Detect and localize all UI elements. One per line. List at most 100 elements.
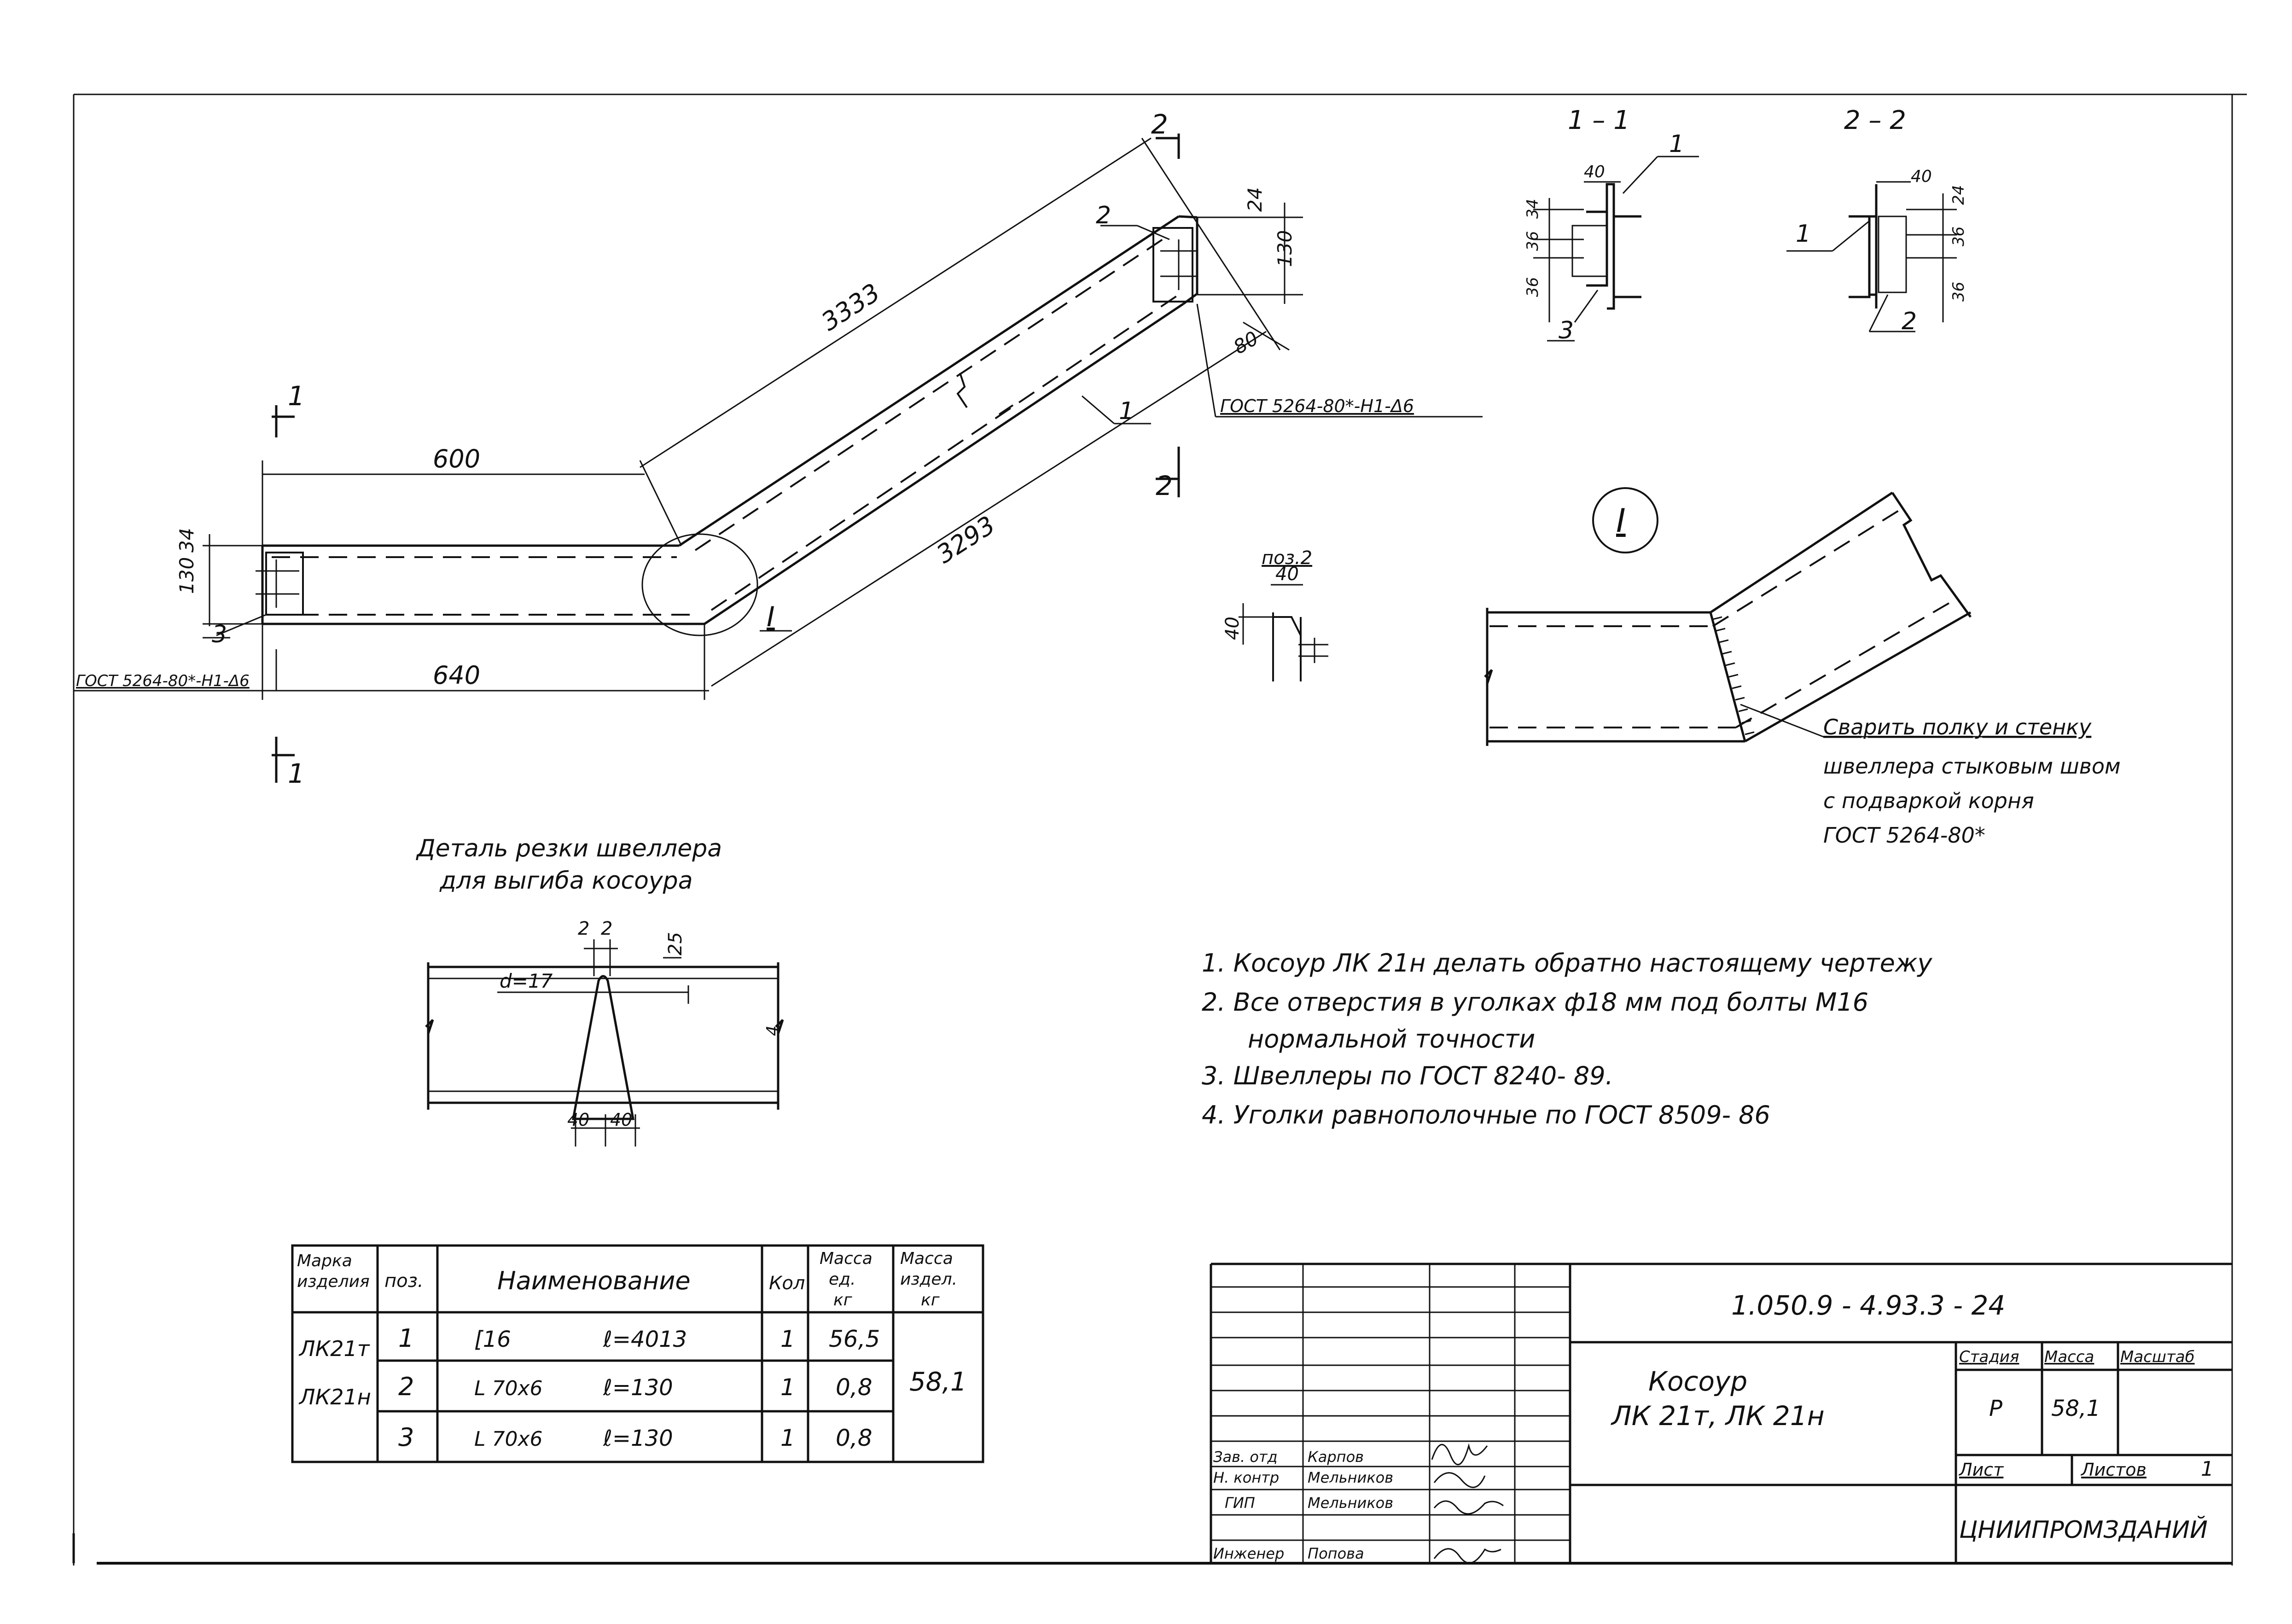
- s11-callout-1: 1: [1669, 130, 1684, 158]
- callout-pos-2: 2: [1096, 202, 1111, 229]
- tb-sheets-count: 1: [2201, 1457, 2214, 1481]
- spec-hdr-qty: Кол: [769, 1273, 805, 1294]
- node-I-marker: I: [1616, 502, 1626, 540]
- s22-dim-36a: 36: [1949, 227, 1968, 246]
- weld-note-left: ГОСТ 5264-80*-Н1-Δ6: [76, 672, 250, 690]
- doc-title-2: ЛК 21т, ЛК 21н: [1611, 1400, 1825, 1432]
- node-note-line-4: ГОСТ 5264-80*: [1823, 823, 1985, 848]
- note-2-cont: нормальной точности: [1248, 1024, 1535, 1054]
- spec-mark-1: ЛК21т: [298, 1336, 370, 1361]
- spec-row-3-pos: 3: [398, 1423, 414, 1452]
- tb-name-1: Карпов: [1308, 1448, 1364, 1466]
- general-notes: 1. Косоур ЛК 21н делать обратно настояще…: [1202, 949, 1933, 1129]
- tb-stage: Р: [1989, 1396, 2002, 1421]
- cut-2-top: 2: [1151, 109, 1168, 140]
- s11-dim-36b: 36: [1524, 277, 1542, 297]
- doc-title-1: Косоур: [1648, 1366, 1747, 1397]
- dim-600: 600: [433, 444, 480, 473]
- spec-row-2-unit-mass: 0,8: [836, 1374, 873, 1401]
- spec-row-2-profile: L 70x6: [474, 1377, 543, 1400]
- signatures: [1431, 1443, 1504, 1564]
- s22-dim-24: 24: [1949, 185, 1968, 205]
- spec-row-1-pos: 1: [398, 1324, 414, 1353]
- spec-hdr-total-3: кг: [921, 1291, 940, 1310]
- spec-row-1-qty: 1: [780, 1326, 795, 1352]
- weld-note-right: ГОСТ 5264-80*-Н1-Δ6: [1220, 396, 1414, 416]
- tb-role-4: Инженер: [1213, 1545, 1284, 1562]
- title-block: 1.050.9 - 4.93.3 - 24 Косоур ЛК 21т, ЛК …: [1210, 1263, 2232, 1564]
- cut-dim-2-b: 2: [601, 918, 612, 939]
- pos2-label: поз.2: [1262, 547, 1312, 569]
- spec-hdr-total-2: издел.: [900, 1270, 957, 1289]
- pos2-dim-40-v: 40: [1222, 617, 1243, 640]
- spec-mark-2: ЛК21н: [298, 1385, 371, 1409]
- note-3: 3. Швеллеры по ГОСТ 8240- 89.: [1202, 1061, 1613, 1090]
- spec-row-1-unit-mass: 56,5: [829, 1326, 880, 1352]
- tb-sheet-label: Лист: [1958, 1460, 2004, 1480]
- node-I-detail: I Сварить полку и стенку швеллера стыков…: [1484, 487, 2121, 848]
- cut-detail-title-1: Деталь резки швеллера: [416, 835, 722, 862]
- dim-130-left: 130: [175, 557, 198, 594]
- pos2-dim-40-h: 40: [1275, 564, 1299, 585]
- note-2: 2. Все отверстия в уголках ф18 мм под бо…: [1202, 988, 1868, 1017]
- cut-dim-2-a: 2: [578, 918, 589, 939]
- dim-24-right: 24: [1244, 187, 1266, 212]
- s11-dim-34: 34: [1524, 199, 1542, 219]
- spec-hdr-pos: поз.: [384, 1270, 424, 1292]
- spec-hdr-mark-2: изделия: [297, 1272, 370, 1291]
- node-note-line-3: с подваркой корня: [1823, 788, 2034, 813]
- spec-hdr-unit-1: Масса: [820, 1249, 873, 1268]
- s11-dim-40: 40: [1584, 163, 1605, 181]
- spec-row-3-unit-mass: 0,8: [836, 1425, 873, 1451]
- spec-row-2-qty: 1: [780, 1374, 795, 1401]
- cut-dim-40-left: 40: [567, 1110, 589, 1130]
- tb-name-3: Мельников: [1308, 1494, 1393, 1512]
- dim-640: 640: [433, 661, 480, 690]
- tb-name-2: Мельников: [1308, 1469, 1393, 1486]
- tb-role-2: Н. контр: [1213, 1469, 1279, 1486]
- callout-pos-1: 1: [1119, 397, 1134, 425]
- spec-row-1-length: ℓ=4013: [603, 1327, 687, 1352]
- spec-hdr-unit-2: ед.: [829, 1270, 855, 1289]
- spec-hdr-name: Наименование: [497, 1266, 691, 1295]
- cut-dim-40-right: 40: [610, 1110, 632, 1130]
- s22-callout-2: 2: [1902, 308, 1917, 335]
- note-1: 1. Косоур ЛК 21н делать обратно настояще…: [1202, 949, 1933, 978]
- spec-row-3-length: ℓ=130: [603, 1426, 673, 1451]
- dim-3293: 3293: [931, 510, 1001, 569]
- node-note-line-2: швеллера стыковым швом: [1823, 754, 2121, 779]
- pos2-detail: поз.2 40 40: [1222, 547, 1328, 681]
- specification-table: Марка изделия поз. Наименование Кол Масс…: [291, 1244, 984, 1463]
- cut-1-bottom: 1: [288, 758, 305, 789]
- sheet-frame: [73, 93, 2247, 1566]
- tb-role-1: Зав. отд: [1213, 1448, 1278, 1466]
- node-note-line-1: Сварить полку и стенку: [1823, 715, 2092, 739]
- spec-hdr-unit-3: кг: [833, 1291, 853, 1310]
- spec-row-2-pos: 2: [398, 1372, 414, 1401]
- cut-dim-4: 4: [763, 1025, 782, 1036]
- tb-name-4: Попова: [1308, 1545, 1364, 1562]
- cut-2-bottom: 2: [1156, 470, 1173, 501]
- note-4: 4. Уголки равнополочные по ГОСТ 8509- 86: [1202, 1100, 1770, 1129]
- spec-row-3-qty: 1: [780, 1425, 795, 1451]
- callout-pos-3: 3: [212, 621, 227, 648]
- dim-3333: 3333: [816, 278, 885, 337]
- section-1-1: 1 – 1 40 34 36 36 1 3: [1524, 105, 1699, 344]
- tb-stage-header: Стадия: [1959, 1348, 2019, 1366]
- cut-dim-25: 25: [665, 932, 686, 955]
- s22-callout-1: 1: [1796, 220, 1811, 248]
- cut-detail: Деталь резки швеллера для выгиба косоура…: [416, 835, 784, 1147]
- spec-row-3-profile: L 70x6: [474, 1427, 543, 1451]
- dim-34-left: 34: [175, 528, 198, 553]
- s22-dim-36b: 36: [1949, 282, 1968, 302]
- spec-hdr-total-1: Масса: [900, 1249, 953, 1268]
- s11-callout-3: 3: [1559, 317, 1574, 344]
- spec-total-mass: 58,1: [909, 1367, 967, 1397]
- table-row: 1 [16 ℓ=4013 1 56,5: [398, 1324, 880, 1353]
- tb-scale-header: Масштаб: [2120, 1348, 2195, 1366]
- section-2-2: 2 – 2 40 24 36 36 1 2: [1786, 105, 1968, 335]
- section-1-1-title: 1 – 1: [1568, 105, 1630, 135]
- cut-dim-d17: d=17: [500, 970, 553, 992]
- tb-sheets-label: Листов: [2080, 1460, 2147, 1480]
- dim-130-right: 130: [1274, 230, 1296, 267]
